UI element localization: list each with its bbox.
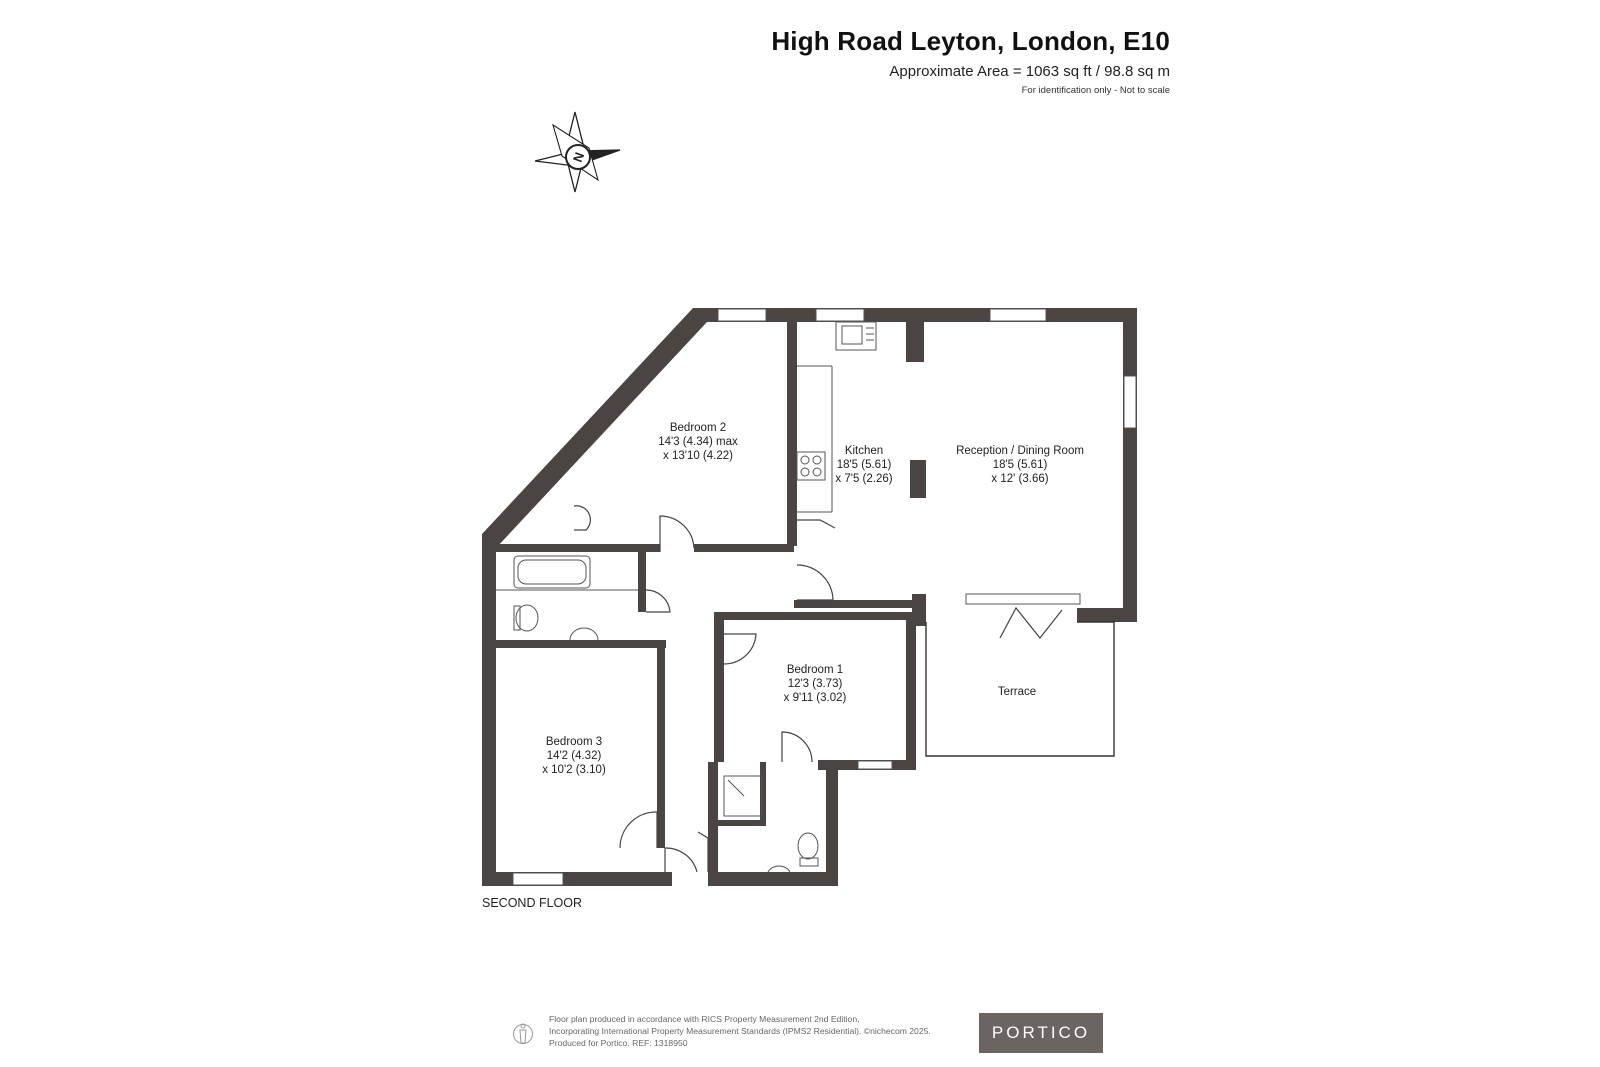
room-dim: 14'2 (4.32) xyxy=(547,750,602,762)
ensuite-basin-icon xyxy=(767,865,791,873)
compass-icon: N xyxy=(534,111,621,193)
measurement-person-icon xyxy=(513,1023,533,1044)
footer-text: Floor plan produced in accordance with R… xyxy=(549,1013,931,1049)
approximate-area: Approximate Area = 1063 sq ft / 98.8 sq … xyxy=(889,63,1170,80)
terrace-outline xyxy=(925,621,1115,757)
room-name: Reception / Dining Room xyxy=(956,445,1084,457)
footer-line: Produced for Portico. REF: 1318950 xyxy=(549,1038,688,1048)
hob-icon xyxy=(796,451,826,481)
room-terrace: Terrace xyxy=(998,686,1036,698)
scale-note: For identification only - Not to scale xyxy=(1021,85,1170,96)
room-bedroom-3: Bedroom 3 14'2 (4.32) x 10'2 (3.10) xyxy=(542,736,606,776)
floor-label: SECOND FLOOR xyxy=(482,896,583,910)
room-dim: 18'5 (5.61) xyxy=(993,459,1048,471)
room-name: Terrace xyxy=(998,686,1036,698)
room-dim: 14'3 (4.34) max xyxy=(658,436,738,448)
room-dim: x 10'2 (3.10) xyxy=(542,764,606,776)
room-dim: x 12' (3.66) xyxy=(991,473,1048,485)
room-kitchen: Kitchen 18'5 (5.61) x 7'5 (2.26) xyxy=(835,445,892,485)
room-bedroom-1: Bedroom 1 12'3 (3.73) x 9'11 (3.02) xyxy=(784,664,847,704)
ensuite-toilet-icon xyxy=(797,832,819,860)
room-name: Bedroom 2 xyxy=(670,422,726,434)
plan-title: High Road Leyton, London, E10 xyxy=(771,26,1170,56)
fixtures xyxy=(496,321,877,873)
basin-icon xyxy=(569,627,599,641)
room-dim: x 7'5 (2.26) xyxy=(835,473,892,485)
sink-icon xyxy=(835,321,877,351)
room-dim: x 13'10 (4.22) xyxy=(663,450,733,462)
room-dim: x 9'11 (3.02) xyxy=(784,692,847,704)
windows xyxy=(512,308,1137,886)
footer-line: Floor plan produced in accordance with R… xyxy=(549,1014,860,1024)
footer-line: Incorporating International Property Mea… xyxy=(549,1026,931,1036)
header: High Road Leyton, London, E10 Approximat… xyxy=(771,26,1170,96)
room-name: Bedroom 3 xyxy=(546,736,602,748)
room-name: Bedroom 1 xyxy=(787,664,843,676)
room-dim: 18'5 (5.61) xyxy=(837,459,892,471)
footer: Floor plan produced in accordance with R… xyxy=(513,1013,1103,1059)
room-name: Kitchen xyxy=(845,445,883,457)
room-dim: 12'3 (3.73) xyxy=(788,678,843,690)
room-bedroom-2: Bedroom 2 14'3 (4.34) max x 13'10 (4.22) xyxy=(658,422,738,462)
bath-icon xyxy=(513,555,591,589)
toilet-icon xyxy=(515,604,539,632)
shower-icon xyxy=(723,775,763,817)
room-reception: Reception / Dining Room 18'5 (5.61) x 12… xyxy=(956,445,1084,485)
portico-logo: PORTICO xyxy=(979,1013,1103,1053)
doors xyxy=(573,505,1063,873)
